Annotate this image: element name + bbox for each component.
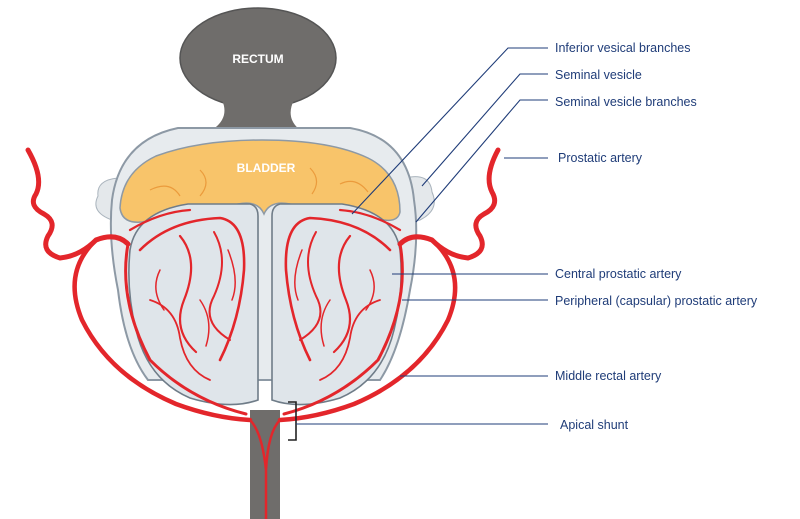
bladder-label: BLADDER [237, 161, 296, 175]
left-middle-rectal-artery [72, 237, 253, 423]
right-middle-rectal-artery [277, 237, 458, 423]
rectum-label: RECTUM [232, 52, 283, 66]
callout-labels: Inferior vesical branches Seminal vesicl… [555, 41, 758, 432]
apical-shunt-bracket [288, 401, 297, 441]
callout-seminal-vesicle-branches: Seminal vesicle branches [555, 95, 697, 109]
callout-apical-shunt: Apical shunt [560, 418, 629, 432]
callout-seminal-vesicle: Seminal vesicle [555, 68, 642, 82]
callout-central-prostatic-artery: Central prostatic artery [555, 267, 682, 281]
callout-middle-rectal-artery: Middle rectal artery [555, 369, 662, 383]
right-capsular-artery [282, 242, 404, 416]
leader-lines [296, 47, 548, 425]
rectum: RECTUM [179, 7, 337, 130]
callout-inferior-vesical-branches: Inferior vesical branches [555, 41, 690, 55]
callout-peripheral-prostatic-artery: Peripheral (capsular) prostatic artery [555, 294, 758, 308]
arteries [25, 147, 501, 519]
apical-shunt-vessels [248, 418, 282, 519]
bladder: BLADDER [119, 139, 401, 223]
left-capsular-artery [124, 242, 248, 416]
prostate [128, 203, 402, 406]
callout-prostatic-artery: Prostatic artery [558, 151, 643, 165]
